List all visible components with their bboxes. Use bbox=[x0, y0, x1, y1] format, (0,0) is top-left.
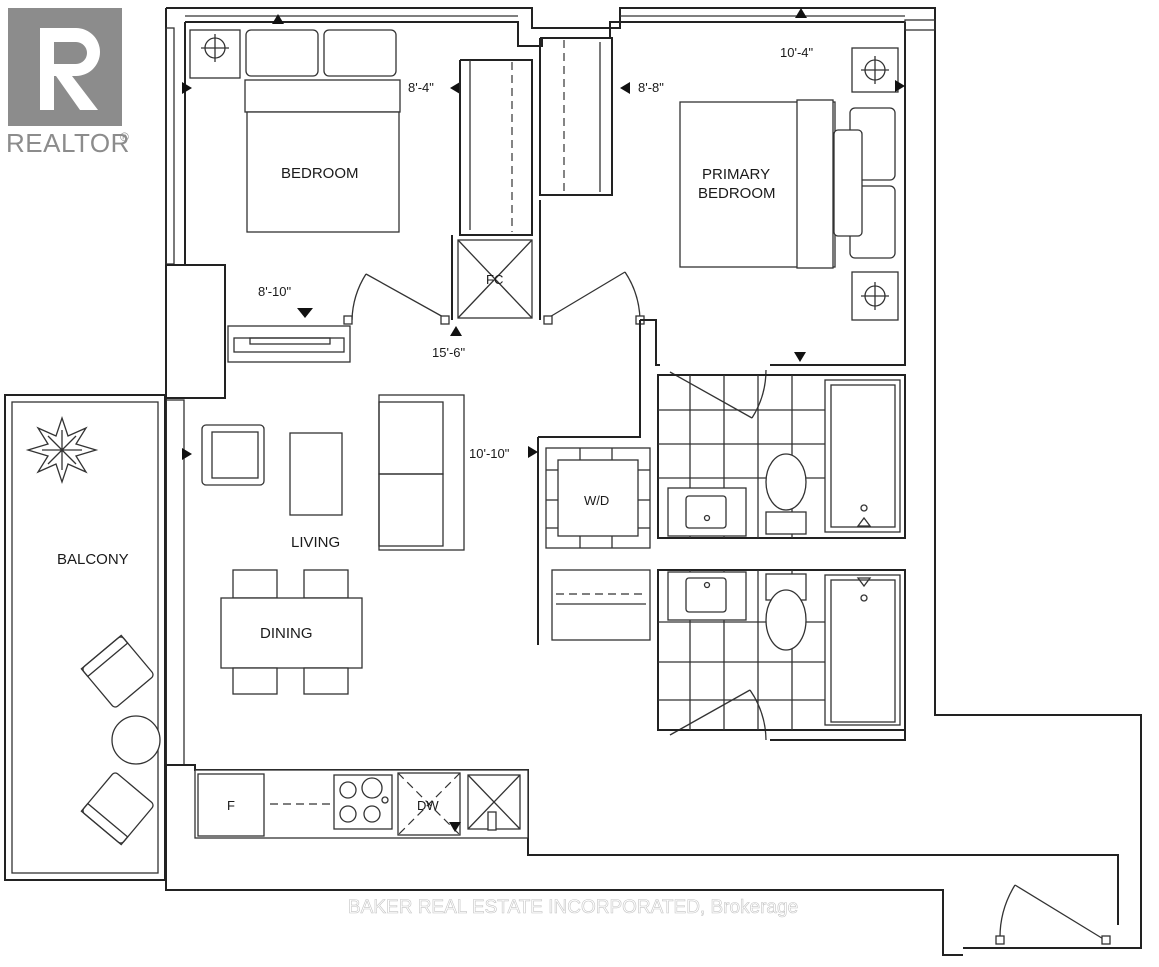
wd-label: W/D bbox=[584, 493, 609, 508]
brokerage-watermark: BAKER REAL ESTATE INCORPORATED, Brokerag… bbox=[348, 897, 798, 918]
doors bbox=[343, 271, 1111, 945]
balcony-chair-icon bbox=[80, 634, 154, 708]
living-label: LIVING bbox=[291, 534, 340, 551]
living-width-dim: 10'-10" bbox=[469, 446, 510, 461]
dishwasher-label: DW bbox=[417, 798, 439, 813]
washer-dryer: W/D 10'-10" bbox=[469, 320, 651, 645]
main-bathroom bbox=[657, 569, 906, 731]
plant-icon bbox=[25, 415, 99, 485]
fc-label: FC bbox=[486, 272, 503, 287]
living-dining: 15'-6" LIVING DINING bbox=[182, 325, 466, 695]
primary-bedroom: PRIMARY BEDROOM 10'-4" bbox=[679, 8, 905, 362]
ensuite-bathroom bbox=[640, 319, 906, 539]
balcony-chair-icon bbox=[80, 772, 154, 846]
realtor-logo-text: REALTOR bbox=[6, 128, 130, 158]
dining-label: DINING bbox=[260, 625, 313, 642]
closets: 8'-8" bbox=[451, 37, 664, 320]
living-depth-dim: 15'-6" bbox=[432, 345, 466, 360]
bedroom: BEDROOM 8'-4" 8'-10" bbox=[182, 14, 460, 318]
balcony: BALCONY bbox=[4, 394, 166, 881]
primary-bedroom-label-1: PRIMARY bbox=[702, 166, 770, 183]
realtor-registered-mark: ® bbox=[120, 130, 129, 144]
bedroom-label: BEDROOM bbox=[281, 165, 359, 182]
fan-coil: FC bbox=[457, 239, 533, 319]
fridge-label: F bbox=[227, 798, 235, 813]
primary-depth-dim: 8'-8" bbox=[638, 80, 664, 95]
kitchen: F DW bbox=[194, 769, 529, 839]
bedroom-depth-dim: 8'-10" bbox=[258, 284, 292, 299]
realtor-logo: REALTOR ® bbox=[6, 8, 130, 158]
primary-width-dim: 10'-4" bbox=[780, 45, 814, 60]
primary-bedroom-label-2: BEDROOM bbox=[698, 185, 776, 202]
balcony-label: BALCONY bbox=[57, 551, 129, 568]
balcony-table-icon bbox=[111, 715, 161, 765]
bedroom-width-dim: 8'-4" bbox=[408, 80, 434, 95]
